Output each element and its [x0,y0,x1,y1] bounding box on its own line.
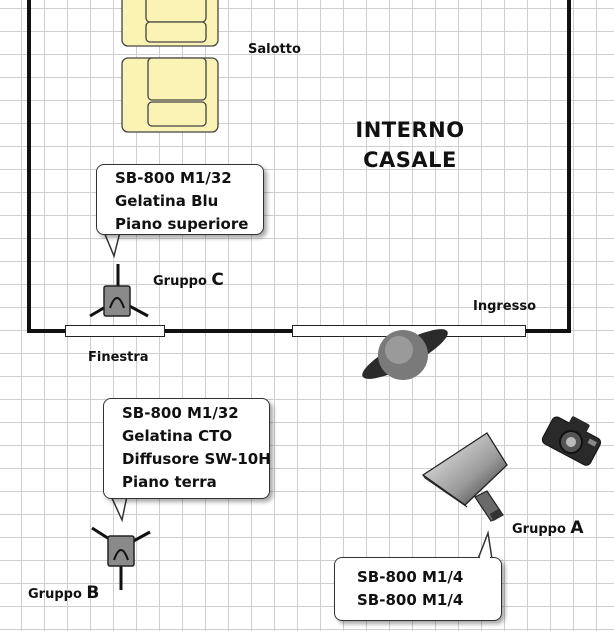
group-b-label: Gruppo B [28,583,99,603]
sofa-icon [121,0,219,47]
finestra-label: Finestra [88,350,149,365]
callout-line: SB-800 M1/4 [357,591,464,609]
person-icon [362,329,448,380]
group-label-letter: B [86,583,100,603]
callout-line: Diffusore SW-10H [122,450,271,468]
callout-pointer-cover [480,556,490,559]
ingresso-label: Ingresso [473,299,537,314]
callout-line: Gelatina Blu [115,192,219,210]
salotto-label: Salotto [248,42,301,57]
group-label-prefix: Gruppo [28,587,87,602]
callout-line: SB-800 M1/32 [122,404,239,422]
sofa-icon [121,57,219,133]
room-wall-right [567,0,571,333]
group-c-label: Gruppo C [153,270,224,290]
softbox-icon [421,432,508,522]
callout-group-b: SB-800 M1/32 Gelatina CTO Diffusore SW-1… [103,398,271,499]
room-title: INTERNO CASALE [345,115,475,175]
group-label-letter: A [570,518,584,538]
group-label-prefix: Gruppo [153,274,212,289]
group-label-prefix: Gruppo [512,522,571,537]
group-label-letter: C [211,270,224,290]
callout-group-a: SB-800 M1/4 SB-800 M1/4 [334,557,502,621]
group-a-label: Gruppo A [512,518,584,538]
camera-icon [541,416,602,466]
callout-pointer-cover [113,495,126,498]
callout-line: SB-800 M1/4 [357,568,464,586]
callout-line: Piano terra [122,473,217,491]
flash-stand-icon [91,526,151,590]
callout-pointer-cover [106,231,119,234]
flash-stand-icon [89,264,149,318]
callout-line: Gelatina CTO [122,427,233,445]
callout-group-c: SB-800 M1/32 Gelatina Blu Piano superior… [96,164,264,235]
callout-line: Piano superiore [115,215,249,233]
room-title-line1: INTERNO [355,118,465,142]
room-title-line2: CASALE [363,148,457,172]
callout-line: SB-800 M1/32 [115,169,232,187]
room-wall-left [27,0,31,333]
window-opening [65,325,165,337]
